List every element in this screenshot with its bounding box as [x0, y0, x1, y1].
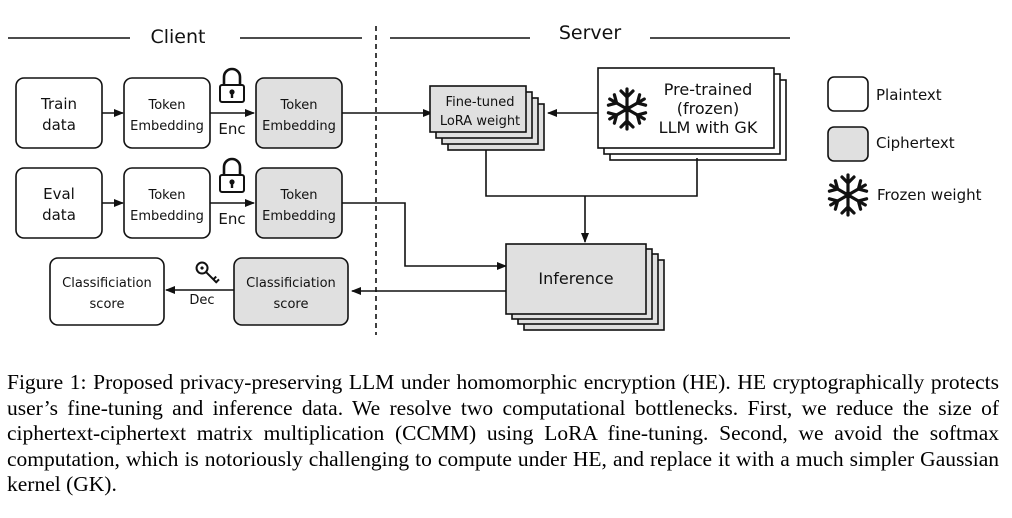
- server-header-label: Server: [559, 22, 621, 44]
- legend-plaintext: Plaintext: [827, 76, 942, 112]
- train-data-box: Train data: [15, 77, 103, 149]
- key-icon: [195, 261, 220, 284]
- enc-label-train: Enc: [218, 120, 245, 138]
- token-embedding-plain-train: Token Embedding: [123, 77, 211, 149]
- svg-text:Ciphertext: Ciphertext: [876, 134, 955, 152]
- inference-stack: Inference: [505, 243, 665, 331]
- svg-text:Token: Token: [148, 98, 186, 113]
- svg-text:Eval: Eval: [43, 185, 75, 203]
- legend: Plaintext Ciphertext Frozen weight: [827, 76, 982, 217]
- svg-text:Token: Token: [148, 188, 186, 203]
- token-embedding-plain-eval: Token Embedding: [123, 167, 211, 239]
- lock-icon: [218, 67, 246, 104]
- architecture-diagram: Client Server Train data Token Embedding…: [8, 22, 982, 335]
- enc-label-eval: Enc: [218, 210, 245, 228]
- client-header-label: Client: [150, 26, 205, 48]
- lora-weight-stack: Fine-tuned LoRA weight: [429, 85, 545, 151]
- llm-label-line1: Pre-trained: [664, 80, 752, 99]
- svg-text:data: data: [42, 206, 76, 224]
- svg-text:Token: Token: [280, 188, 318, 203]
- classification-score-plain: Classificiation score: [49, 257, 165, 326]
- snowflake-icon: [827, 173, 869, 217]
- token-embedding-cipher-train: Token Embedding: [255, 77, 343, 149]
- svg-text:score: score: [90, 297, 125, 312]
- svg-text:Frozen weight: Frozen weight: [877, 186, 982, 204]
- svg-text:Train: Train: [40, 95, 77, 113]
- llm-label-line2: (frozen): [677, 99, 740, 118]
- svg-text:Classificiation: Classificiation: [62, 276, 152, 291]
- token-embedding-cipher-eval: Token Embedding: [255, 167, 343, 239]
- svg-text:Embedding: Embedding: [130, 209, 204, 224]
- svg-text:score: score: [274, 297, 309, 312]
- classification-score-cipher: Classificiation score: [233, 257, 349, 326]
- server-header: Server: [390, 22, 790, 44]
- figure-caption: Figure 1: Proposed privacy-preserving LL…: [7, 370, 999, 496]
- svg-text:Token: Token: [280, 98, 318, 113]
- svg-text:Embedding: Embedding: [262, 119, 336, 134]
- llm-label-line3: LLM with GK: [659, 118, 758, 137]
- lora-label-line2: LoRA weight: [440, 114, 520, 129]
- svg-text:Classificiation: Classificiation: [246, 276, 336, 291]
- legend-ciphertext: Ciphertext: [827, 126, 955, 162]
- lora-label-line1: Fine-tuned: [446, 95, 515, 110]
- lock-icon: [218, 157, 246, 194]
- client-header: Client: [8, 26, 362, 48]
- dec-label: Dec: [189, 293, 214, 308]
- eval-data-box: Eval data: [15, 167, 103, 239]
- svg-text:Embedding: Embedding: [130, 119, 204, 134]
- svg-text:data: data: [42, 116, 76, 134]
- svg-text:Plaintext: Plaintext: [876, 86, 942, 104]
- llm-stack: Pre-trained (frozen) LLM with GK: [597, 67, 787, 161]
- legend-frozen: Frozen weight: [827, 173, 982, 217]
- svg-text:Embedding: Embedding: [262, 209, 336, 224]
- inference-label: Inference: [538, 269, 613, 288]
